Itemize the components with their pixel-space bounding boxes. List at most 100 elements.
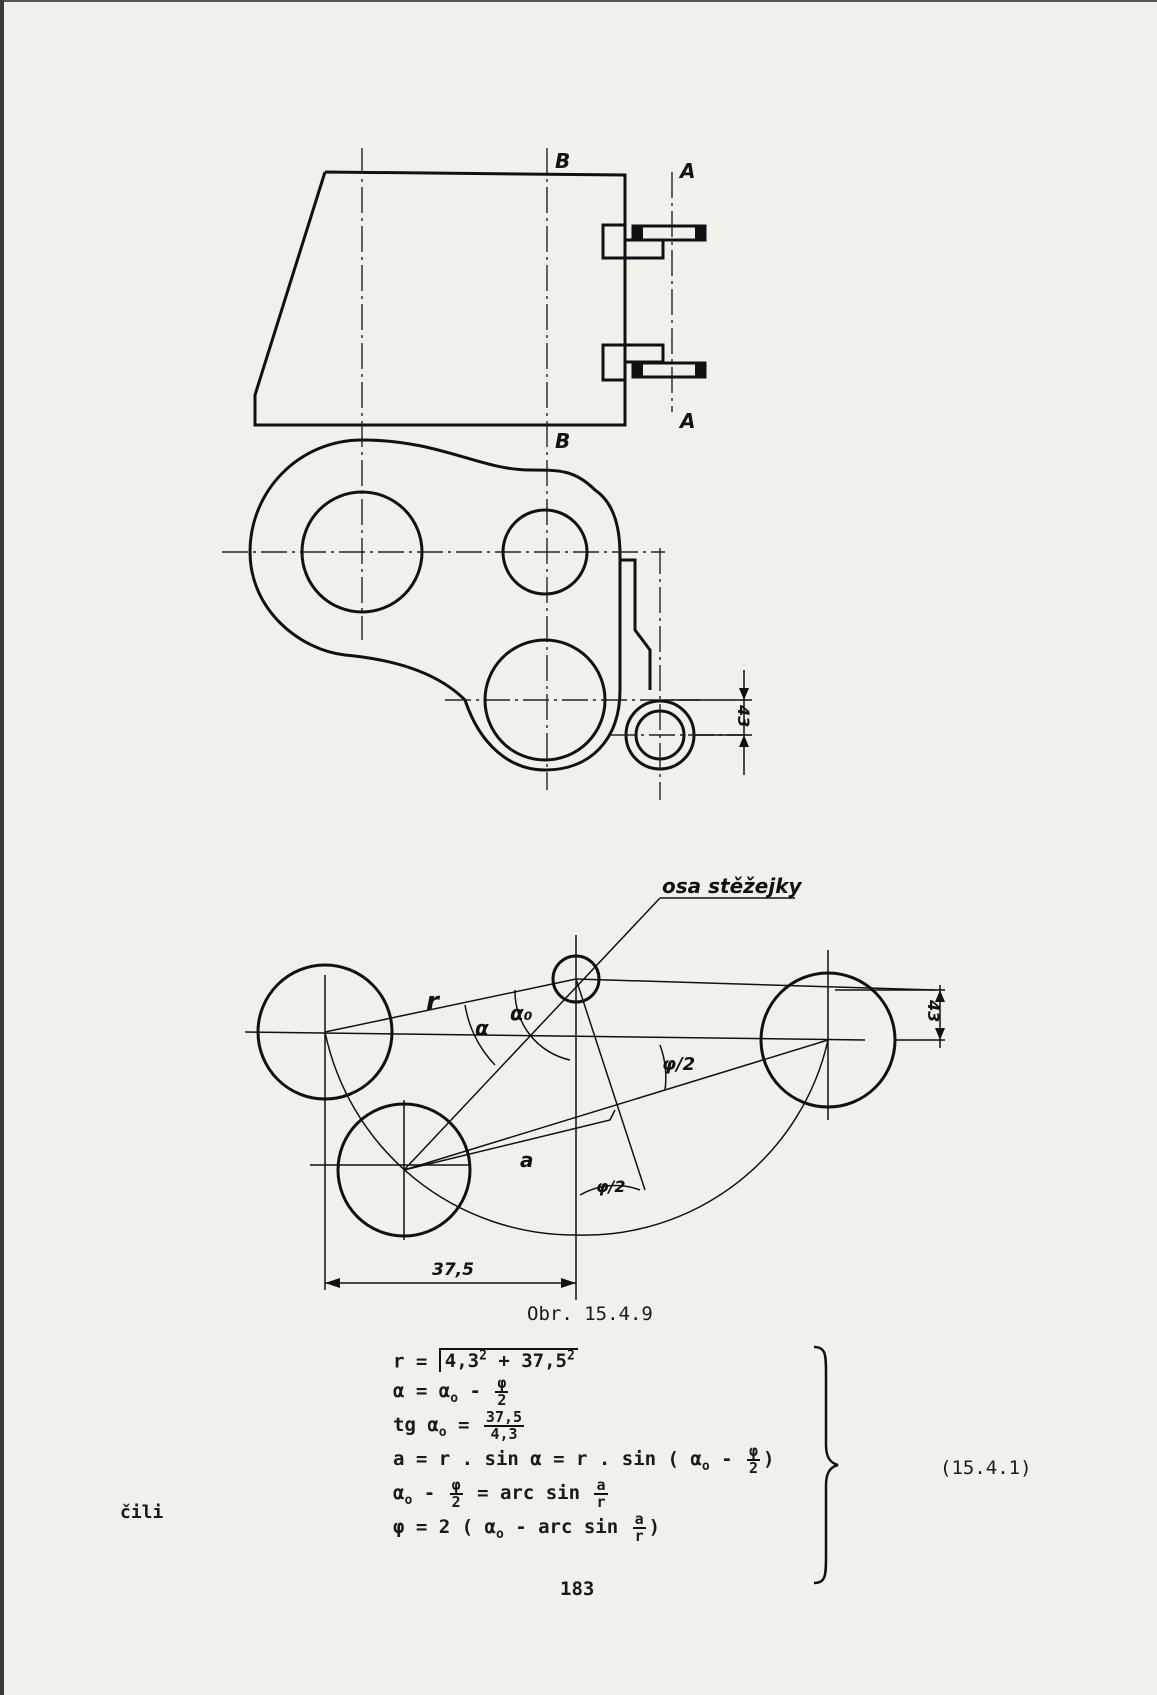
lower-pin-hatch-right [695, 363, 705, 377]
radius-line [324, 978, 577, 1033]
label-a-bottom: A [678, 409, 695, 433]
arcsin-r: r [596, 1492, 606, 1511]
upper-pin-hatch-left [633, 226, 643, 240]
dim-arrow-bottom [739, 735, 749, 747]
label-phi-half-lower: φ/2 [596, 1177, 626, 1196]
arcsin-phi-den: 2 [451, 1492, 461, 1511]
side-view-outline [253, 170, 627, 427]
angle-arc-alpha0 [514, 989, 571, 1061]
label-a: a [520, 1148, 534, 1172]
a-sub: o [701, 1458, 710, 1474]
alpha-num: φ [495, 1373, 509, 1393]
tg-eq: = [446, 1414, 481, 1436]
dim375-arrow-right [561, 1278, 576, 1288]
a-text: a = r . sin α = r . sin ( α [393, 1448, 702, 1470]
lower-pin [631, 361, 707, 379]
angle-arc-phi-upper [659, 1044, 667, 1091]
angle-arc-phi-lower [579, 1184, 641, 1196]
a-close: ) [763, 1448, 775, 1470]
tg-den: 4,3 [490, 1424, 518, 1443]
arcsin-sub: o [404, 1492, 413, 1508]
root-a: 4,3 [444, 1350, 480, 1373]
side-view: B A A B [253, 148, 707, 790]
lower-pin-hatch-left [633, 363, 643, 377]
dim375-arrow-left [325, 1278, 340, 1288]
label-alpha: α [475, 1016, 489, 1040]
alpha-den: 2 [497, 1390, 507, 1409]
exp-b: 2 [567, 1349, 575, 1364]
plan-view: 43 [222, 438, 753, 800]
label-r: r [426, 987, 441, 1017]
a-minus: - [709, 1448, 745, 1470]
figure-caption: Obr. 15.4.9 [527, 1303, 653, 1325]
equation-number: (15.4.1) [940, 1457, 1032, 1479]
perpendicular-a [403, 1109, 616, 1171]
horizontal-reference [244, 1031, 866, 1041]
pin-top-ray [575, 978, 936, 991]
arcsin-mid: = arc sin [465, 1482, 592, 1504]
phi-close: ) [648, 1516, 661, 1538]
schematic: osa stěžejky r α α₀ φ/2 φ/2 a 37,5 43 [244, 874, 945, 1300]
phi-r: r [634, 1526, 644, 1545]
formula-r-lhs: r = [393, 1350, 439, 1373]
arcsin-minus: - [412, 1482, 447, 1504]
angle-arc-alpha [464, 1004, 496, 1066]
plate-outline [248, 438, 622, 772]
dim-arrow-top [739, 688, 749, 700]
upper-pin [631, 224, 707, 242]
page-top-edge [0, 0, 1157, 2]
phi-bisector [575, 978, 646, 1191]
hole-left [300, 490, 424, 614]
phi-sub: o [495, 1526, 504, 1542]
phi-lhs: φ = 2 ( α [393, 1516, 496, 1538]
right-brace [813, 1345, 839, 1585]
label-43-bottom: 43 [924, 999, 943, 1022]
sqrt-sign: 4,32 + 37,52 [438, 1348, 578, 1373]
formula-r: r = 4,32 + 37,52 [393, 1340, 775, 1374]
label-osa-stezejky: osa stěžejky [662, 874, 802, 898]
alpha-lhs: α = α [393, 1380, 451, 1402]
dim43-arrow-top [935, 990, 945, 1002]
hole-middle [501, 508, 589, 596]
label-a-top: A [678, 159, 695, 183]
label-37-5: 37,5 [432, 1260, 474, 1280]
page-left-edge [0, 0, 4, 1695]
a-num: φ [747, 1441, 761, 1461]
exp-a: 2 [479, 1349, 487, 1364]
label-phi-half-upper: φ/2 [662, 1054, 695, 1075]
label-alpha0: α₀ [510, 1001, 533, 1025]
upper-pin-hatch-right [695, 226, 705, 240]
phi-a: a [632, 1509, 646, 1529]
root-b: + 37,5 [486, 1350, 567, 1373]
page-number: 183 [560, 1578, 595, 1600]
swing-arc [324, 1031, 829, 1236]
a-den: 2 [749, 1458, 759, 1477]
lower-to-right [403, 1039, 829, 1171]
plate-step [620, 558, 652, 690]
dim43-arrow-bottom [935, 1028, 945, 1040]
hinge-axis-line [403, 897, 661, 1171]
tg-sub: o [438, 1424, 447, 1440]
arcsin-a: a [594, 1475, 608, 1495]
side-word: čili [120, 1502, 164, 1523]
hole-bottom [483, 638, 607, 762]
phi-mid: - arc sin [503, 1516, 630, 1538]
label-b-bottom: B [555, 429, 570, 453]
tg-num: 37,5 [483, 1407, 525, 1427]
label-b-top: B [555, 149, 570, 173]
arcsin-lhs: α [393, 1482, 405, 1504]
arcsin-phi-num: φ [449, 1475, 463, 1495]
alpha-sub: o [450, 1390, 459, 1406]
